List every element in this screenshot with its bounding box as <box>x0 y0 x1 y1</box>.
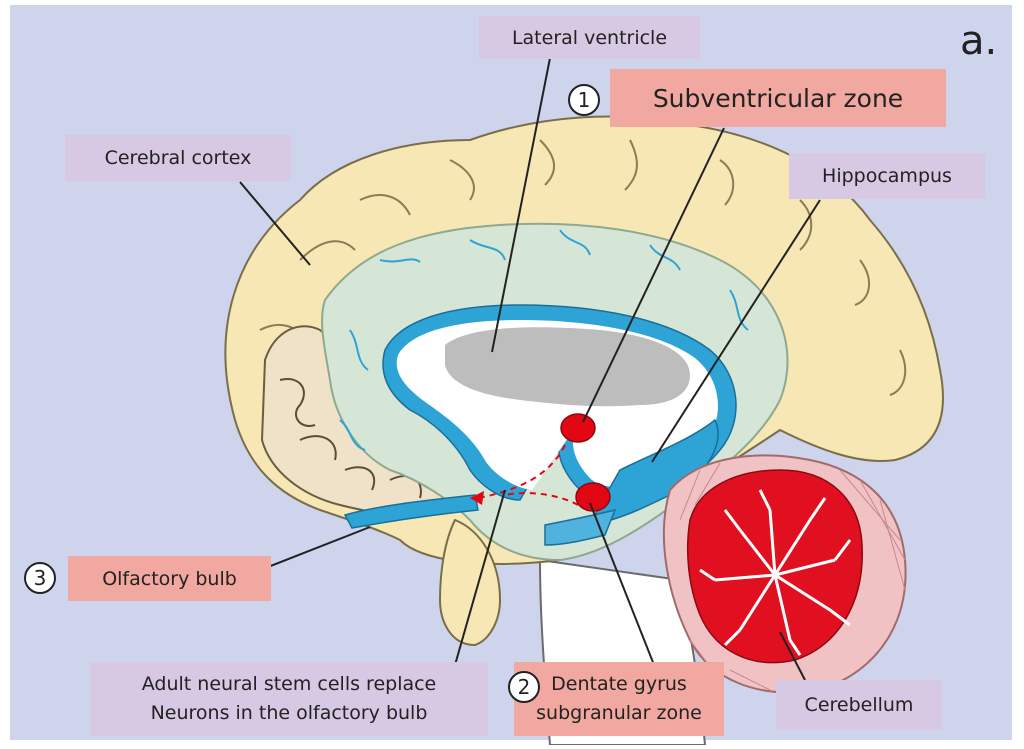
stem-cells-line-2: Neurons in the olfactory bulb <box>151 699 428 728</box>
marker-1: 1 <box>568 84 600 116</box>
marker-2: 2 <box>508 671 540 703</box>
label-olfactory-bulb: Olfactory bulb <box>68 556 271 601</box>
dentate-line-1: Dentate gyrus <box>551 670 687 699</box>
svz-niche-dot <box>561 414 595 442</box>
label-cerebellum: Cerebellum <box>776 680 942 730</box>
label-dentate-gyrus: Dentate gyrus subgranular zone <box>514 662 724 736</box>
panel-letter: a. <box>960 18 997 64</box>
label-cerebral-cortex: Cerebral cortex <box>65 135 291 181</box>
label-lateral-ventricle: Lateral ventricle <box>479 16 700 59</box>
label-hippocampus: Hippocampus <box>789 153 985 199</box>
marker-3: 3 <box>24 562 56 594</box>
stem-cells-line-1: Adult neural stem cells replace <box>142 670 437 699</box>
label-adult-neural-stem-cells: Adult neural stem cells replace Neurons … <box>90 662 488 736</box>
dentate-line-2: subgranular zone <box>536 699 702 728</box>
dentate-niche-dot <box>576 483 610 511</box>
label-subventricular-zone: Subventricular zone <box>610 69 946 127</box>
